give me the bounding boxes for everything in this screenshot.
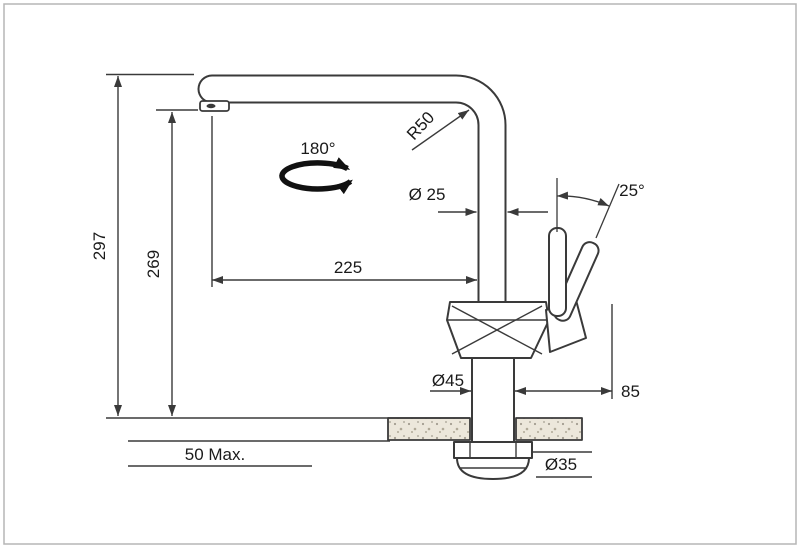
- dim-label-counter-thickness: 50 Max.: [185, 445, 245, 464]
- spout-pipe-outline: [197, 74, 507, 327]
- mounting-nut: [453, 441, 533, 459]
- dim-lever-angle: 25°: [556, 178, 645, 239]
- dim-hole-diameter: Ø35: [531, 451, 592, 478]
- countertop-left: [387, 417, 471, 441]
- dim-lever-offset: 85: [515, 304, 640, 401]
- radius-label: R50: [403, 108, 438, 144]
- aerator-outlet: [206, 103, 216, 109]
- dim-label-lever-angle: 25°: [619, 181, 645, 200]
- faucet: [197, 74, 600, 480]
- dim-label-base-diameter: Ø45: [432, 371, 464, 390]
- lever-upright: [548, 227, 567, 317]
- mounting-shank: [471, 357, 515, 443]
- dim-label-spout-reach: 225: [334, 258, 362, 277]
- dim-spout-height: 269: [144, 109, 198, 416]
- dim-counter-thickness: 50 Max.: [128, 440, 390, 467]
- dim-label-lever-offset: 85: [621, 382, 640, 401]
- countertop-right: [515, 417, 583, 441]
- dim-label-total-height: 297: [90, 232, 109, 260]
- swivel-angle-label: 180°: [300, 139, 335, 158]
- rotation-arrow: [279, 157, 353, 195]
- angle-line-tilted: [595, 183, 620, 239]
- dim-pipe-diameter: Ø 25: [409, 185, 548, 216]
- dim-total-height: 297: [90, 73, 470, 419]
- spout-pipe-fill: [199, 76, 505, 325]
- dim-spout-reach: 225: [211, 116, 477, 287]
- dim-label-hole-diameter: Ø35: [545, 455, 577, 474]
- radius-annotation: R50: [403, 108, 470, 151]
- dim-base-diameter: Ø45: [430, 371, 471, 395]
- swivel-annotation: 180°: [279, 139, 353, 195]
- angle-arc: [556, 191, 610, 207]
- drawing-frame: [3, 3, 797, 545]
- dim-label-pipe-diameter: Ø 25: [409, 185, 446, 204]
- body-cross-line-2: [451, 305, 543, 355]
- dim-label-spout-height: 269: [144, 250, 163, 278]
- radius-leader-line: [411, 109, 470, 151]
